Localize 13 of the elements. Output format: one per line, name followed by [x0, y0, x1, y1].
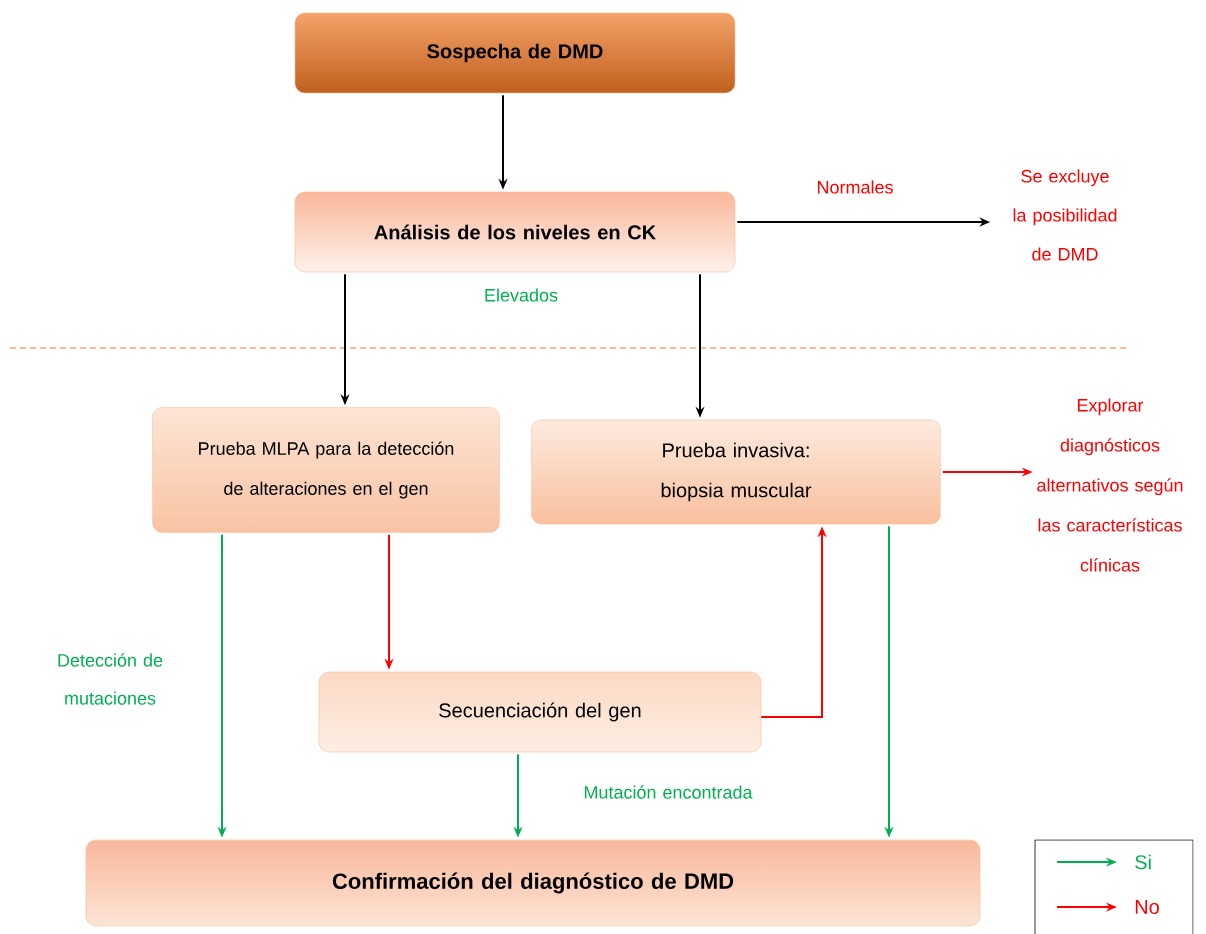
edge-label: Mutación encontrada	[584, 785, 753, 799]
process-box: Confirmación del diagnóstico de DMD	[85, 839, 981, 927]
outcome-text: Explorar diagnósticos alternativos según las características clínicas	[1037, 398, 1183, 572]
process-box: Secuenciación del gen	[318, 671, 762, 753]
legend-label: Si	[1135, 854, 1151, 870]
process-box: Análisis de los niveles en CK	[294, 191, 736, 273]
process-box: Prueba MLPA para la detección de alteraciones en el gen	[152, 407, 500, 533]
edge-label: Normales	[818, 180, 893, 194]
edge-label: Detección de mutaciones	[58, 653, 163, 705]
process-box: Prueba invasiva: biopsia muscular	[531, 419, 941, 525]
outcome-text: Se excluye la posibilidad de DMD	[1013, 169, 1117, 261]
legend-label: No	[1135, 900, 1159, 914]
process-box: Sospecha de DMD	[294, 12, 736, 94]
